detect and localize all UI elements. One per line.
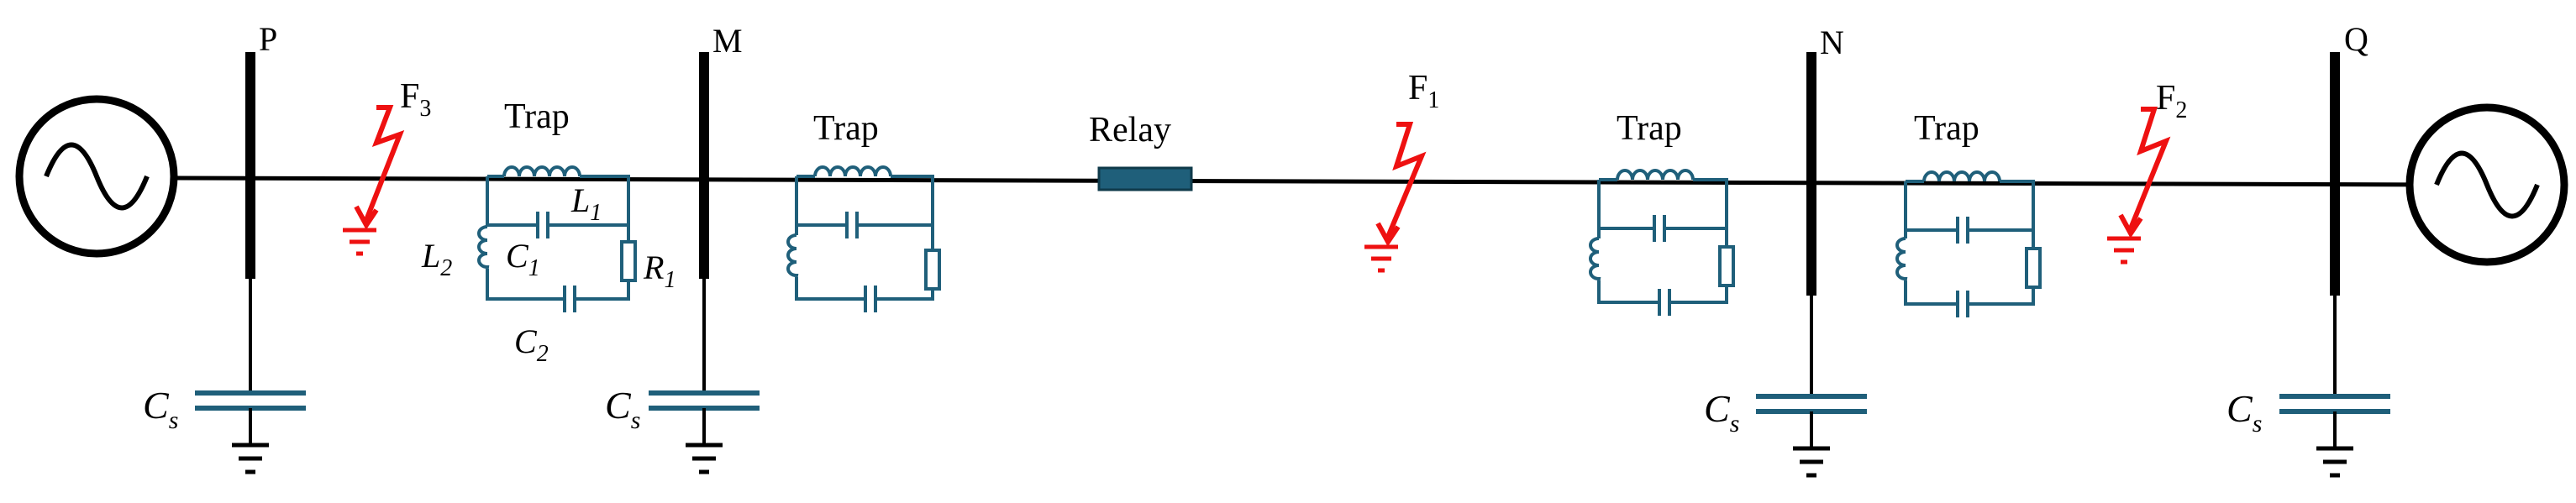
source-right — [2405, 103, 2568, 266]
bus-bar-m — [699, 52, 709, 279]
fault-label-f1: F1 — [1408, 69, 1439, 113]
bus-label-p: P — [259, 20, 277, 58]
cs-label-p: Cs — [143, 384, 178, 434]
fault-f3-icon — [343, 105, 405, 256]
shunt-capacitor-q — [2279, 296, 2390, 478]
trap-label-4: Trap — [1914, 109, 1979, 148]
fault-label-f2: F2 — [2156, 79, 2187, 123]
trap-label-3: Trap — [1617, 109, 1682, 148]
trap-label-2: Trap — [813, 109, 879, 148]
label-l2: L2 — [421, 237, 452, 281]
wave-trap-2 — [786, 165, 941, 312]
trap-label-1: Trap — [504, 97, 570, 136]
cs-label-n: Cs — [1704, 387, 1739, 438]
fault-f1-icon — [1364, 122, 1427, 273]
bus-label-n: N — [1820, 24, 1844, 61]
bus-label-q: Q — [2344, 20, 2368, 58]
label-l1: L1 — [570, 181, 602, 226]
fault-f2-icon — [2107, 107, 2171, 265]
shunt-capacitor-p — [195, 279, 306, 474]
wave-trap-1 — [477, 165, 637, 312]
shunt-capacitor-n — [1756, 296, 1867, 478]
wave-trap-4 — [1895, 170, 2042, 317]
label-c2: C2 — [514, 322, 549, 367]
wave-trap-3 — [1589, 169, 1735, 316]
bus-bar-p — [245, 52, 255, 279]
cs-label-q: Cs — [2226, 387, 2262, 438]
transmission-line — [176, 176, 2442, 187]
bus-bar-n — [1806, 52, 1816, 296]
bus-label-m: M — [712, 22, 743, 60]
shunt-capacitor-m — [649, 279, 760, 474]
bus-bar-q — [2330, 52, 2340, 296]
source-left — [15, 95, 178, 258]
fault-label-f3: F3 — [400, 77, 431, 122]
relay-label: Relay — [1089, 111, 1171, 149]
relay-box — [1097, 166, 1193, 191]
label-c1: C1 — [506, 237, 540, 281]
cs-label-m: Cs — [605, 384, 640, 434]
label-r1: R1 — [643, 249, 676, 293]
